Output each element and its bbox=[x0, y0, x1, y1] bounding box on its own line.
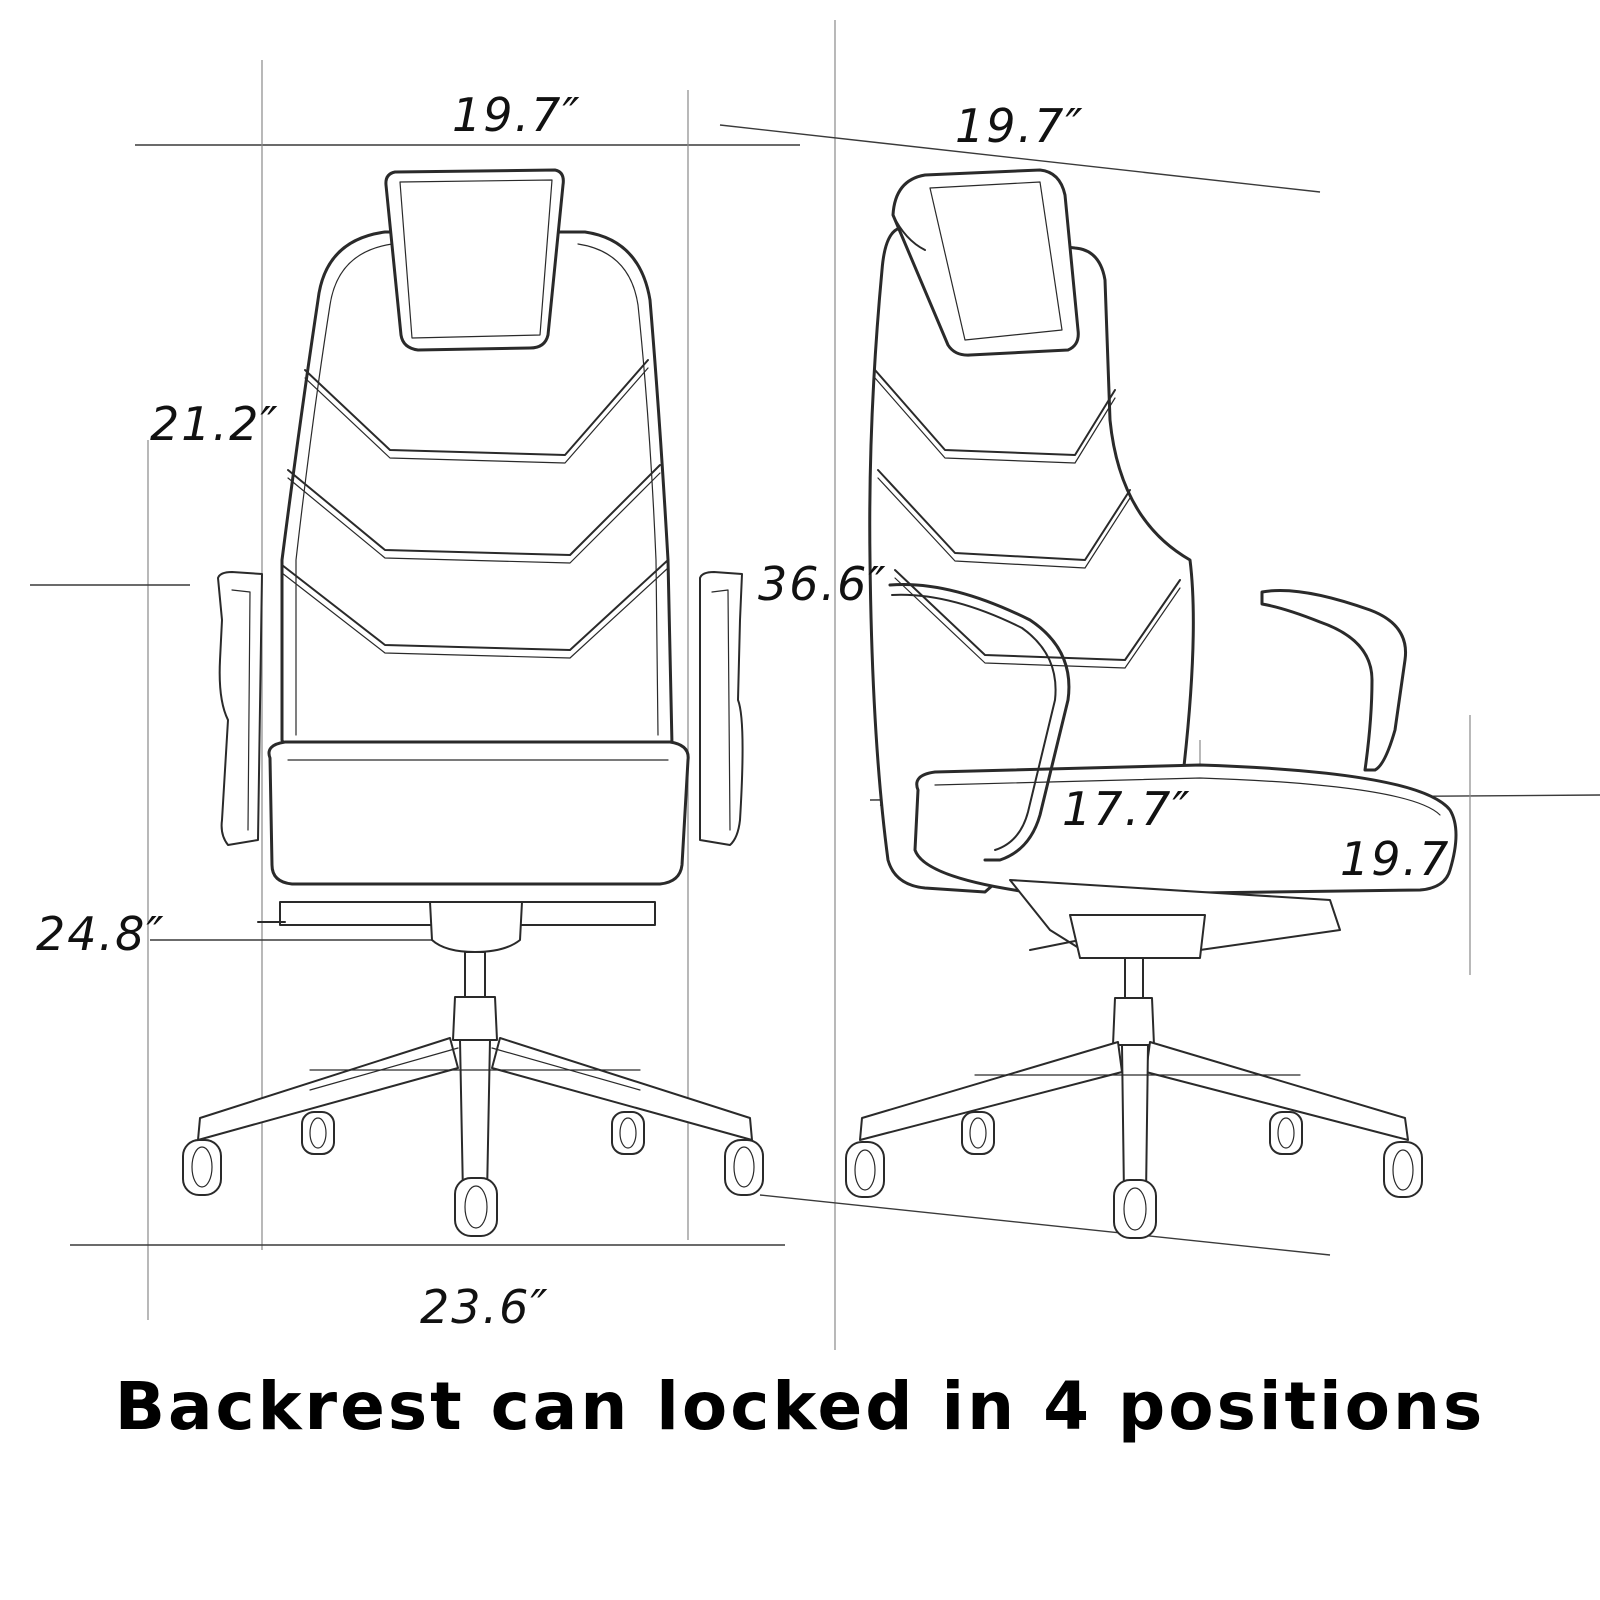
side-view-chair bbox=[845, 168, 1458, 1239]
side-caster-right bbox=[1383, 1141, 1423, 1198]
front-view-chair bbox=[182, 168, 764, 1237]
side-width-top-label: 19.7″ bbox=[955, 99, 1085, 153]
dimension-guide-lines bbox=[30, 20, 1600, 1350]
front-caster-back-right bbox=[611, 1111, 645, 1155]
side-seat-width-label: 19.7 bbox=[1340, 832, 1450, 886]
side-seat-depth-label: 17.7″ bbox=[1062, 782, 1192, 836]
front-seat-height-label: 24.8″ bbox=[36, 907, 166, 961]
dimension-labels: 19.7″ 21.2″ 24.8″ 23.6″ 19.7″ 36.6″ 17.7… bbox=[36, 88, 1450, 1334]
side-arm-height-label: 36.6″ bbox=[758, 557, 888, 611]
side-caster-left bbox=[845, 1141, 885, 1198]
caption-text: Backrest can locked in 4 positions bbox=[114, 1368, 1486, 1445]
front-caster-right bbox=[724, 1139, 764, 1196]
front-caster-left bbox=[182, 1139, 222, 1196]
front-caster-back-left bbox=[301, 1111, 335, 1155]
front-base-width-label: 23.6″ bbox=[420, 1280, 550, 1334]
front-backrest-height-label: 21.2″ bbox=[150, 397, 280, 451]
front-caster-center bbox=[454, 1177, 498, 1237]
side-caster-center bbox=[1113, 1179, 1157, 1239]
front-width-top-label: 19.7″ bbox=[452, 88, 582, 142]
side-caster-back-right bbox=[1269, 1111, 1303, 1155]
side-caster-back-left bbox=[961, 1111, 995, 1155]
